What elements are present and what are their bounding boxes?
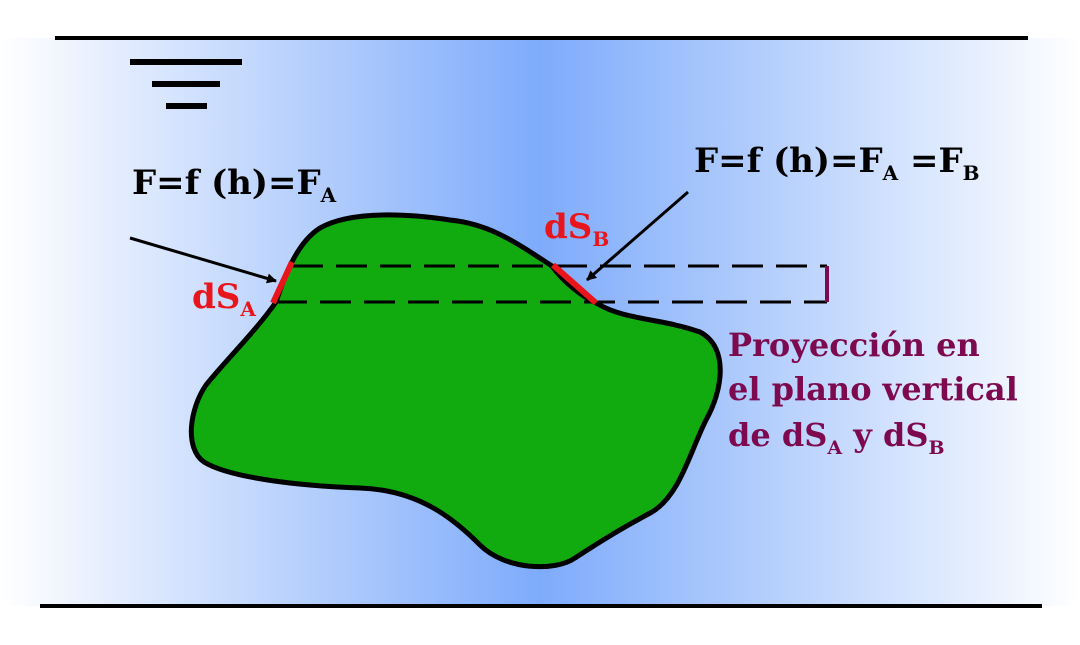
surface-element-b — [551, 262, 598, 306]
force-label-a: F=f (h)=FA — [132, 163, 337, 207]
ds-a-label: dSA — [192, 277, 256, 321]
force-label-b: F=f (h)=FA =FB — [694, 141, 980, 185]
force-arrow-a — [129, 236, 277, 284]
ds-b-label: dSB — [544, 207, 609, 251]
surface-element-a — [270, 260, 295, 305]
projection-caption-line2: el plano vertical — [728, 370, 1018, 408]
free-surface-icon — [130, 59, 242, 109]
projection-caption-line3: de dSA y dSB — [728, 416, 945, 459]
force-arrow-b — [586, 190, 689, 282]
projection-band — [276, 264, 827, 304]
projection-caption-line1: Proyección en — [728, 326, 980, 364]
